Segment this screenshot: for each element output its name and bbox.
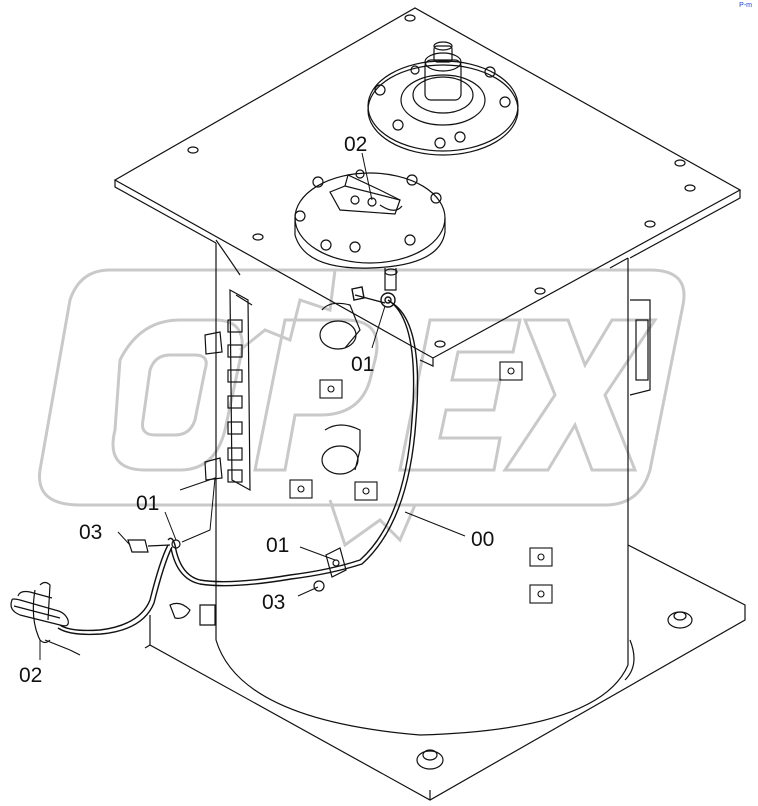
opex-watermark-logo [38,268,686,548]
terminal-block [169,288,253,626]
temperature-probe [10,581,81,656]
mounting-clips [289,361,553,604]
leader-lines [39,152,466,660]
callout-01-mid: 01 [266,534,289,557]
top-cap-assembly [367,41,519,156]
callout-03-left: 03 [79,521,102,544]
callout-03-mid: 03 [262,591,285,614]
top-flange-plate [113,7,742,367]
callout-02-top: 02 [344,133,367,156]
corner-mark: P-m [739,2,752,9]
callout-02-bottom: 02 [19,664,42,687]
callout-01-left: 01 [136,492,159,515]
callout-01-top: 01 [351,353,374,376]
clamp-and-bolts [127,539,347,592]
pipe-stubs [319,299,651,475]
callout-00-right: 00 [471,528,494,551]
wire-harness [57,286,419,636]
tank-body [215,239,629,736]
bottom-base-plate [144,544,746,801]
sensor-flange [294,169,446,291]
